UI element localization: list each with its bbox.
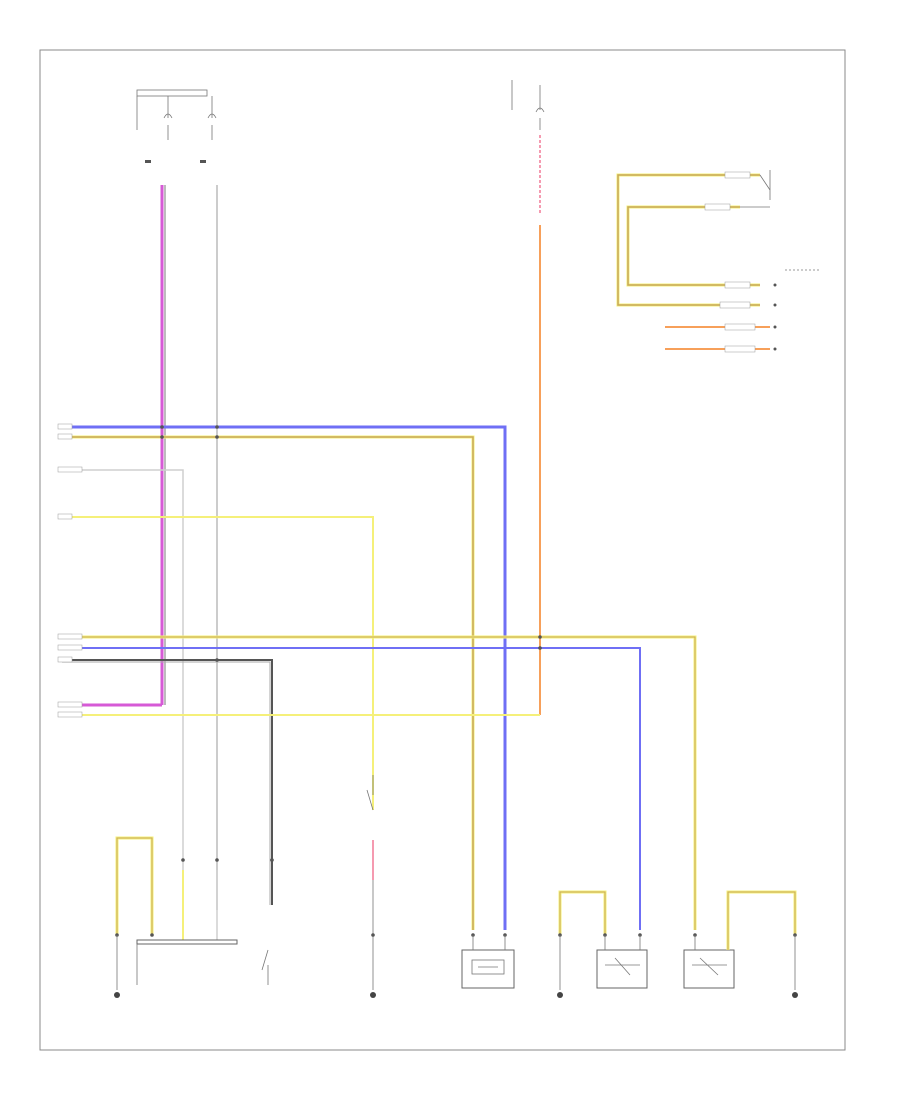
switch-icon bbox=[366, 775, 374, 811]
turn-signal-switch bbox=[114, 836, 274, 998]
left-connector-stubs bbox=[57, 423, 83, 718]
ground-icon bbox=[792, 992, 798, 998]
wire-blue-top bbox=[62, 425, 507, 930]
switch-icon bbox=[759, 170, 771, 200]
rear-switch-assembly bbox=[616, 170, 820, 353]
relay-icon bbox=[471, 959, 505, 975]
switch-icon bbox=[261, 949, 269, 985]
fuse-icon bbox=[511, 80, 545, 130]
rear-lamp-right bbox=[792, 933, 798, 998]
ground-icon bbox=[114, 992, 120, 998]
wire-white bbox=[62, 469, 184, 905]
fuse-panel-left bbox=[136, 89, 217, 163]
clutch-switch bbox=[683, 890, 797, 989]
ground-icon bbox=[557, 992, 563, 998]
relay-icon bbox=[605, 957, 640, 976]
wire-yellow bbox=[62, 516, 374, 810]
fuse-panel-right bbox=[511, 80, 545, 130]
fuse-icon bbox=[136, 89, 217, 140]
left-tail-lamp bbox=[366, 775, 376, 998]
wire-blue-lower bbox=[62, 647, 641, 930]
right-tail-lamp bbox=[557, 890, 607, 998]
wire-black bbox=[62, 659, 273, 905]
trailer-lamp-relay bbox=[461, 933, 515, 989]
wire-brown bbox=[62, 435, 475, 930]
diagram-frame bbox=[39, 49, 846, 1051]
wire-brown-lower bbox=[62, 635, 697, 930]
switch-icon bbox=[692, 957, 727, 976]
ground-icon bbox=[370, 992, 376, 998]
rear-window-relay bbox=[596, 933, 648, 989]
